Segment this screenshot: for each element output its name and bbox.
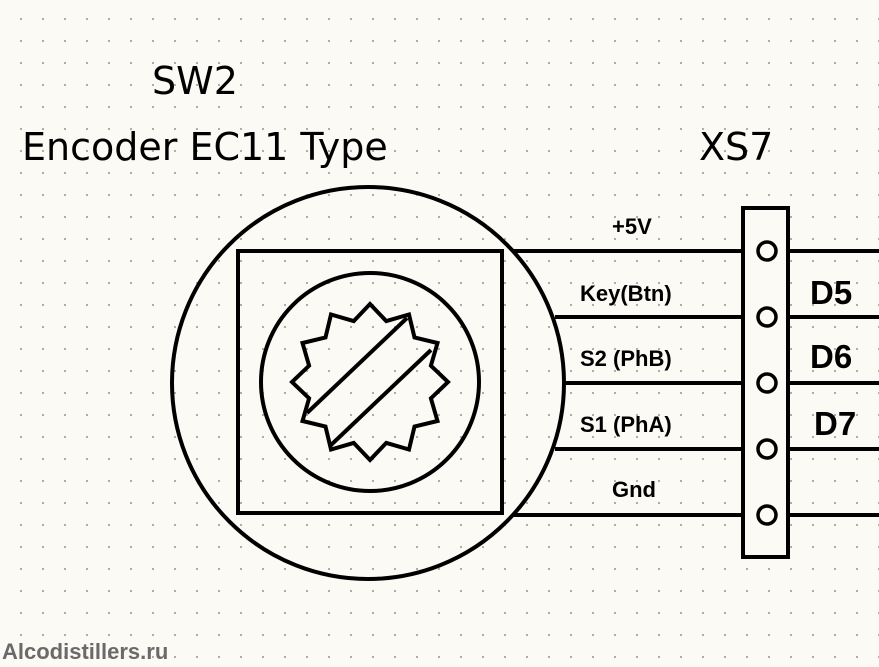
connector-pin-2 [756, 306, 778, 328]
net-label-d5: D5 [810, 274, 853, 311]
pin-wires [512, 249, 879, 517]
shaft-slot-line-upper [305, 316, 409, 415]
connector-pin-3 [756, 372, 778, 394]
pin-label-5v: +5V [612, 214, 652, 239]
shaft-slot-line-lower [329, 348, 433, 447]
net-label-d7: D7 [814, 405, 857, 442]
connector-pins [756, 240, 778, 526]
component-designator: SW2 [152, 59, 238, 103]
connector-pin-1 [756, 240, 778, 262]
component-type-label: Encoder EC11 Type [22, 125, 388, 169]
pin-label-gnd: Gnd [612, 477, 656, 502]
encoder-body-circle [170, 185, 566, 581]
pin-label-s1: S1 (PhA) [580, 412, 672, 437]
encoder-housing-square [236, 249, 504, 515]
net-label-d6: D6 [810, 338, 853, 375]
watermark-text: Alcodistillers.ru [2, 639, 169, 664]
pin-label-key: Key(Btn) [580, 281, 672, 306]
connector-pin-5 [756, 504, 778, 526]
connector-pin-4 [756, 438, 778, 460]
pin-label-s2: S2 (PhB) [580, 346, 672, 371]
encoder-inner-ring [259, 271, 481, 493]
connector-designator: XS7 [699, 125, 774, 169]
encoder-knurled-shaft [289, 301, 451, 463]
